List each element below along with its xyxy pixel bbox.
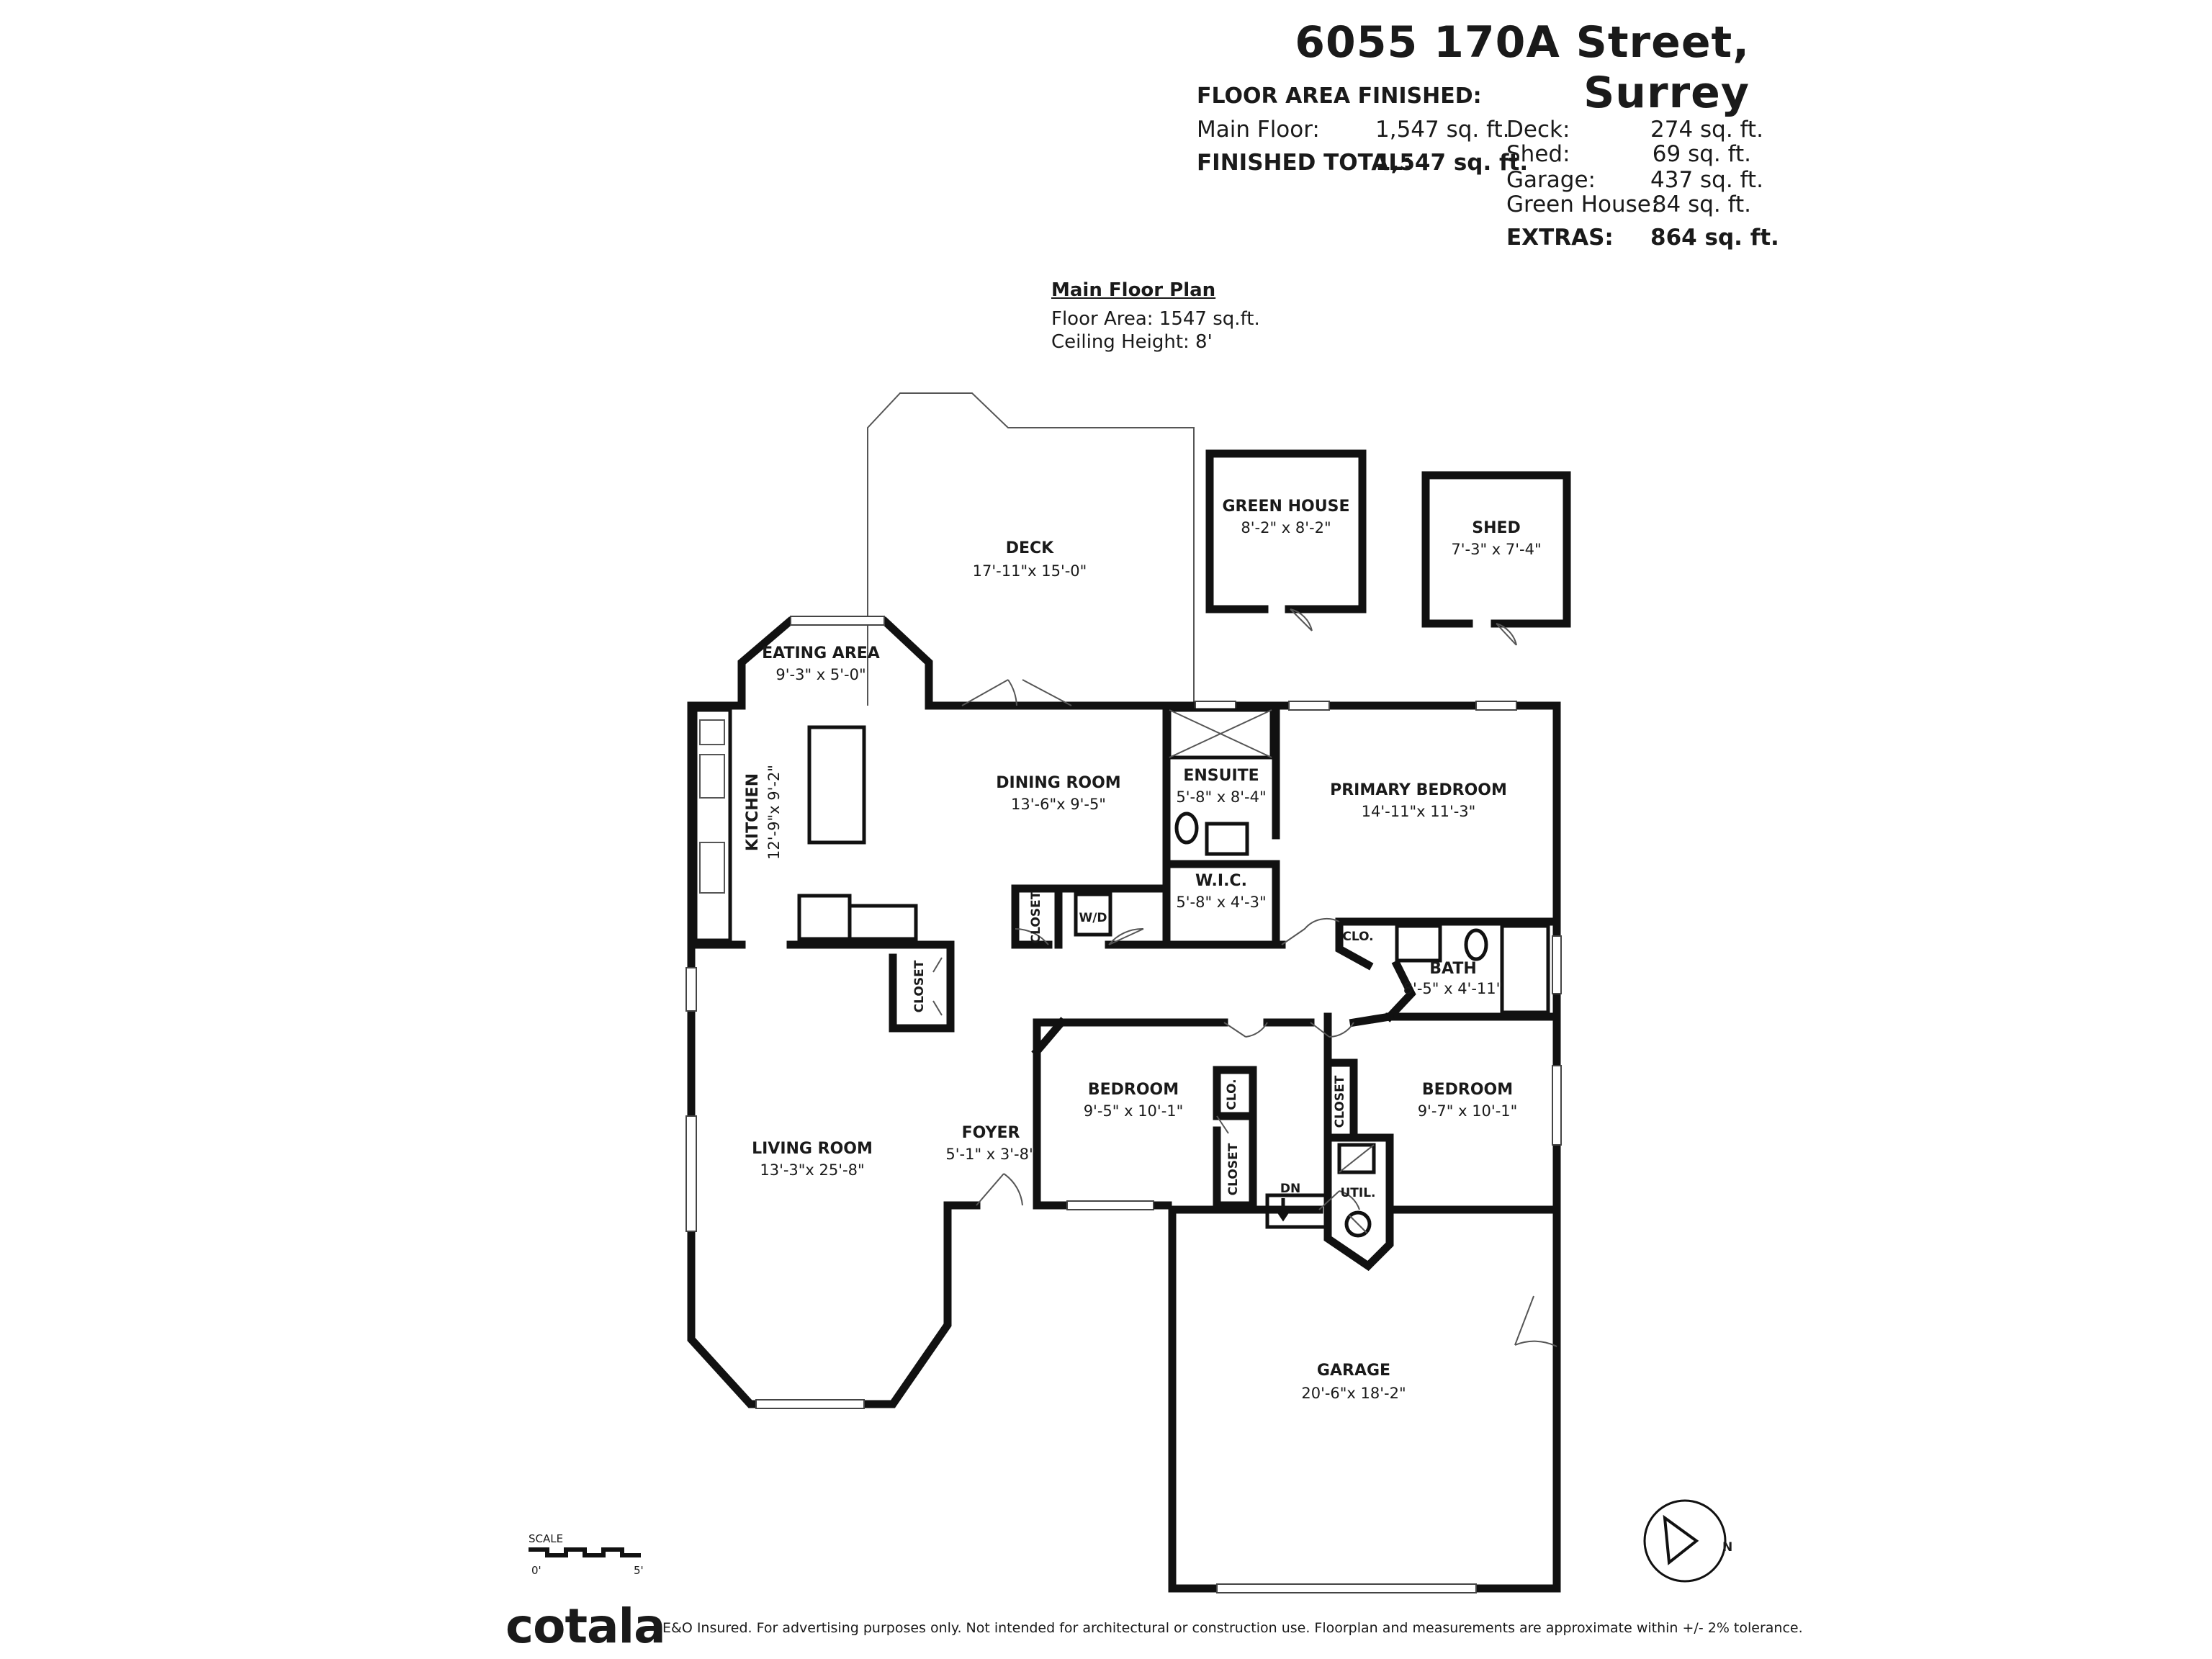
extra-greenhouse-value: 84 sq. ft. [1652, 192, 1751, 217]
closet-label-dining: CLOSET [1029, 891, 1043, 943]
shed-dims: 7'-3" x 7'-4" [1451, 541, 1541, 558]
living-room-label: LIVING ROOM [752, 1140, 873, 1158]
floor-area-heading: FLOOR AREA FINISHED: [1197, 84, 1482, 109]
garage-label: GARAGE [1317, 1362, 1390, 1380]
bedroom-1-dims: 9'-5" x 10'-1" [1084, 1102, 1184, 1120]
shed-label: SHED [1472, 519, 1521, 537]
bedroom-1-label: BEDROOM [1088, 1081, 1179, 1099]
ensuite-label: ENSUITE [1183, 767, 1259, 785]
scale-bar: SCALE 0' 5' [529, 1532, 644, 1577]
eating-area-dims: 9'-3" x 5'-0" [775, 666, 866, 683]
extras-total-label: EXTRAS: [1506, 225, 1614, 251]
scale-label: SCALE [529, 1532, 563, 1545]
clo-label-bedroom-1: CLO. [1225, 1079, 1239, 1110]
finished-total-value: 1,547 sq. ft. [1375, 150, 1529, 176]
extra-garage-value: 437 sq. ft. [1650, 167, 1763, 193]
dining-room-label: DINING ROOM [996, 774, 1120, 792]
plan-ceiling-height: Ceiling Height: 8' [1051, 331, 1213, 353]
bath-label: BATH [1429, 960, 1477, 978]
extra-greenhouse-label: Green House: [1506, 192, 1659, 217]
living-room-dims: 13'-3"x 25'-8" [760, 1161, 864, 1179]
finished-total-label: FINISHED TOTAL: [1197, 150, 1412, 176]
clo-label-bath: CLO. [1342, 930, 1373, 944]
deck-label: DECK [1006, 539, 1054, 557]
closet-label-bedroom-2: CLOSET [1333, 1075, 1347, 1128]
green-house-walls [1205, 449, 1367, 631]
windows [685, 616, 1562, 1593]
down-arrow-icon [1275, 1198, 1291, 1222]
disclaimer: E&O Insured. For advertising purposes on… [662, 1620, 1803, 1636]
panel-icon [1337, 1143, 1376, 1174]
water-heater-icon [1344, 1210, 1372, 1238]
primary-bedroom-label: PRIMARY BEDROOM [1330, 781, 1507, 799]
bath-fixtures [1074, 708, 1550, 1015]
extra-deck-label: Deck: [1506, 117, 1570, 143]
bath-dims: 8'-5" x 4'-11" [1403, 980, 1503, 997]
dn-label: DN [1280, 1182, 1300, 1196]
foyer-dims: 5'-1" x 3'-8" [945, 1146, 1035, 1163]
extra-deck-value: 274 sq. ft. [1650, 117, 1763, 143]
extra-shed-label: Shed: [1506, 141, 1570, 167]
deck-outline [867, 392, 1195, 706]
kitchen-dims: 12'-9"x 9'-2" [765, 765, 783, 860]
util-label: UTIL. [1340, 1186, 1375, 1200]
green-house-label: GREEN HOUSE [1223, 498, 1350, 516]
scale-start: 0' [531, 1564, 541, 1577]
wd-label: W/D [1079, 911, 1107, 925]
brand-logo: cotala [505, 1599, 666, 1654]
scale-end: 5' [634, 1564, 644, 1577]
north-arrow-icon [1663, 1514, 1699, 1565]
deck-dims: 17'-11"x 15'-0" [973, 562, 1087, 580]
kitchen-fixtures [693, 708, 918, 943]
plan-title: Main Floor Plan [1051, 279, 1216, 301]
extra-garage-label: Garage: [1506, 167, 1596, 193]
compass-circle-icon [1643, 1499, 1727, 1583]
main-floor-label: Main Floor: [1197, 117, 1320, 143]
foyer-label: FOYER [962, 1124, 1020, 1142]
plan-floor-area: Floor Area: 1547 sq.ft. [1051, 308, 1260, 330]
main-floor-value: 1,547 sq. ft. [1375, 117, 1510, 143]
closet-label-bedroom-1: CLOSET [1226, 1143, 1241, 1195]
kitchen-label: KITCHEN [744, 773, 762, 851]
dining-room-dims: 13'-6"x 9'-5" [1011, 796, 1106, 813]
closet-label-foyer: CLOSET [912, 960, 927, 1012]
primary-bedroom-dims: 14'-11"x 11'-3" [1362, 803, 1476, 820]
bedroom-2-dims: 9'-7" x 10'-1" [1418, 1102, 1518, 1120]
bedroom-2-label: BEDROOM [1422, 1081, 1513, 1099]
address-title: 6055 170A Street, Surrey [1295, 17, 1750, 118]
compass: N [1643, 1499, 1732, 1583]
green-house-dims: 8'-2" x 8'-2" [1241, 519, 1331, 536]
shed-walls [1421, 471, 1571, 646]
doors [932, 679, 1557, 1347]
garage-dims: 20'-6"x 18'-2" [1301, 1385, 1406, 1402]
wic-dims: 5'-8" x 4'-3" [1176, 894, 1266, 911]
compass-label: N [1722, 1540, 1732, 1555]
extra-shed-value: 69 sq. ft. [1652, 141, 1751, 167]
ensuite-dims: 5'-8" x 8'-4" [1176, 788, 1266, 806]
wic-label: W.I.C. [1195, 872, 1247, 890]
eating-area-label: EATING AREA [762, 644, 880, 662]
